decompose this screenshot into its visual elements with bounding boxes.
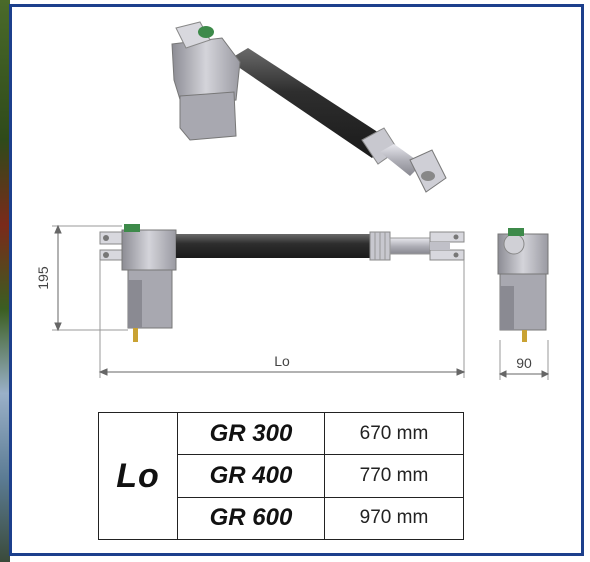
end-view bbox=[497, 228, 549, 342]
perspective-motor-body bbox=[179, 91, 237, 141]
end-green-cap bbox=[508, 228, 524, 236]
table-lo-label: Lo bbox=[116, 456, 160, 495]
perspective-fork-hole bbox=[421, 171, 435, 181]
side-motor-head bbox=[121, 229, 177, 271]
length-spec-table: GR 300 670 mm GR 400 770 mm GR 600 970 m… bbox=[98, 411, 464, 541]
side-shaft bbox=[133, 328, 138, 342]
model-cell: GR 600 bbox=[177, 496, 325, 541]
side-end-fork-top bbox=[429, 231, 465, 243]
end-mount-disc bbox=[503, 233, 525, 255]
perspective-motor-head bbox=[171, 37, 241, 107]
perspective-tube bbox=[228, 48, 390, 158]
side-view bbox=[99, 224, 465, 342]
perspective-rod bbox=[380, 144, 422, 176]
perspective-green-cap bbox=[198, 26, 214, 38]
length-cell: 770 mm bbox=[324, 454, 464, 498]
end-shaft bbox=[522, 330, 527, 342]
height-dimension-label: 195 bbox=[35, 266, 51, 290]
dimension-lines bbox=[52, 224, 550, 380]
width-dimension-label: 90 bbox=[516, 355, 532, 371]
length-cell: 670 mm bbox=[324, 411, 464, 456]
length-cell: 970 mm bbox=[324, 496, 464, 541]
model-cell: GR 400 bbox=[177, 454, 325, 498]
model-cell: GR 300 bbox=[177, 411, 325, 456]
side-rod bbox=[389, 237, 431, 255]
side-tube bbox=[176, 234, 372, 258]
table-row: GR 300 670 mm bbox=[98, 411, 464, 540]
lo-cell bbox=[98, 412, 178, 540]
length-dimension-label: Lo bbox=[274, 353, 290, 369]
table-row: GR 600 970 mm bbox=[99, 496, 464, 541]
background-photo-strip bbox=[0, 0, 10, 562]
side-green-cap bbox=[124, 224, 140, 232]
side-end-fork-bottom bbox=[429, 249, 465, 261]
perspective-view bbox=[171, 21, 447, 193]
